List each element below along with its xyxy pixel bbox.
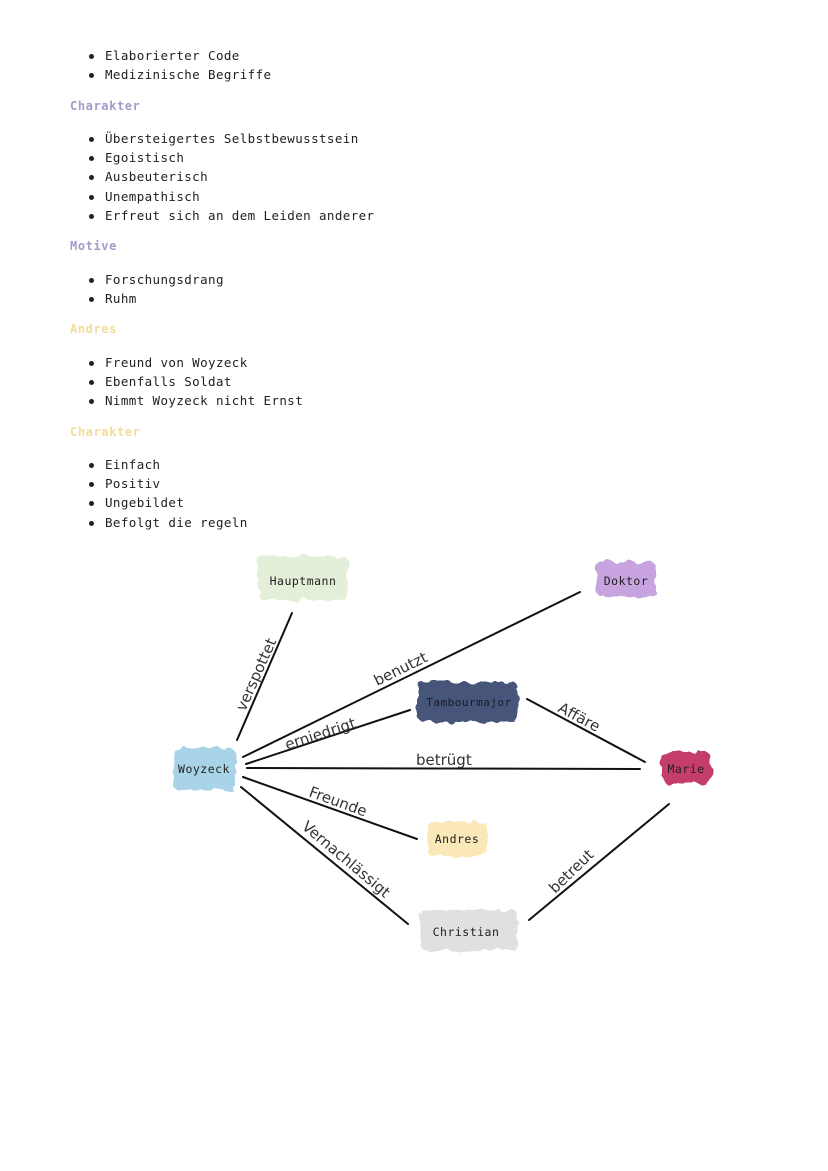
list-item: Erfreut sich an dem Leiden anderer — [88, 206, 374, 225]
edge-doktor-woyzeck — [242, 591, 581, 758]
list-item: Nimmt Woyzeck nicht Ernst — [88, 391, 303, 410]
node-doktor-label: Doktor — [604, 574, 649, 588]
node-tambourmajor-blob — [418, 682, 518, 722]
list-item: Befolgt die regeln — [88, 513, 248, 532]
node-woyzeck-blob — [173, 748, 235, 790]
list-item: Unempathisch — [88, 187, 374, 206]
node-christian-label: Christian — [433, 925, 500, 939]
node-marie-label: Marie — [667, 762, 704, 776]
edge-tambourmajor-woyzeck — [245, 709, 411, 765]
edge-label-betruegt: betrügt — [416, 751, 472, 769]
node-hauptmann: Hauptmann — [258, 556, 348, 600]
list-item: Egoistisch — [88, 148, 374, 167]
list-item: Ruhm — [88, 289, 224, 308]
node-andres-blob — [427, 822, 487, 856]
edge-hauptmann-woyzeck — [236, 612, 293, 741]
heading-charakter-andres: Charakter — [70, 425, 141, 439]
list-sprache: Elaborierter Code Medizinische Begriffe — [88, 46, 271, 84]
list-item: Positiv — [88, 474, 248, 493]
edge-woyzeck-marie — [246, 767, 641, 770]
node-christian: Christian — [420, 910, 518, 950]
edge-woyzeck-andres — [242, 776, 418, 840]
list-item: Ebenfalls Soldat — [88, 372, 303, 391]
heading-charakter: Charakter — [70, 99, 141, 113]
edge-tambourmajor-marie — [526, 698, 646, 763]
node-woyzeck-label: Woyzeck — [178, 762, 230, 776]
heading-motive: Motive — [70, 239, 117, 253]
heading-andres: Andres — [70, 322, 117, 336]
edge-woyzeck-christian — [240, 786, 409, 925]
list-item: Ausbeuterisch — [88, 167, 374, 186]
edge-label-freunde: Freunde — [307, 783, 370, 821]
list-item: Übersteigertes Selbstbewusstsein — [88, 129, 374, 148]
node-marie: Marie — [663, 752, 711, 784]
node-tambourmajor-label: Tambourmajor — [426, 696, 511, 709]
edge-label-verspottet: verspottet — [232, 635, 280, 713]
list-charakter-andres: Einfach Positiv Ungebildet Befolgt die r… — [88, 455, 248, 532]
edge-christian-marie — [528, 803, 670, 921]
edge-label-betreut: betreut — [545, 846, 597, 897]
list-item: Einfach — [88, 455, 248, 474]
list-item: Freund von Woyzeck — [88, 353, 303, 372]
list-item: Elaborierter Code — [88, 46, 271, 65]
node-tambourmajor: Tambourmajor — [418, 682, 518, 722]
node-doktor-blob — [596, 562, 656, 596]
list-item: Medizinische Begriffe — [88, 65, 271, 84]
edge-label-affaere: Affäre — [555, 699, 603, 736]
node-woyzeck: Woyzeck — [173, 748, 235, 790]
list-charakter-doktor: Übersteigertes Selbstbewusstsein Egoisti… — [88, 129, 374, 225]
list-motive: Forschungsdrang Ruhm — [88, 270, 224, 308]
list-item: Ungebildet — [88, 493, 248, 512]
edge-label-vernachlaessigt: Vernachlässigt — [298, 817, 393, 901]
node-hauptmann-label: Hauptmann — [270, 574, 337, 588]
list-andres: Freund von Woyzeck Ebenfalls Soldat Nimm… — [88, 353, 303, 411]
node-andres-label: Andres — [435, 832, 480, 846]
node-christian-blob — [420, 910, 518, 950]
node-doktor: Doktor — [596, 562, 656, 596]
list-item: Forschungsdrang — [88, 270, 224, 289]
node-andres: Andres — [427, 822, 487, 856]
node-hauptmann-blob — [258, 556, 348, 600]
node-marie-blob — [663, 752, 711, 784]
